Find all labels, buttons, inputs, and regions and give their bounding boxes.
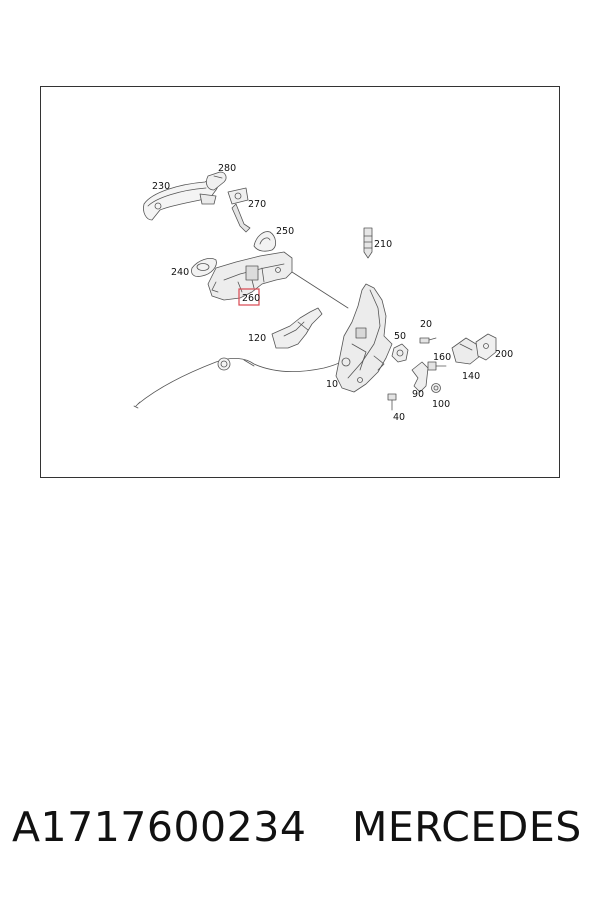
- handle-carrier-part-260: [207, 251, 293, 301]
- diagram-border: [40, 86, 560, 478]
- actuator-cover-part-120: [271, 307, 323, 349]
- callout-280: 280: [218, 163, 236, 174]
- callout-250: 250: [276, 226, 294, 237]
- lock-cylinder-part-270: [227, 187, 251, 233]
- bolt-part-160: [427, 361, 447, 371]
- callout-230: 230: [152, 181, 170, 192]
- door-lock-part-10: [335, 283, 393, 393]
- plate-part-200: [475, 333, 497, 361]
- nut-part-50: [391, 343, 409, 363]
- screw-part-20: [419, 337, 437, 344]
- exploded-view-drawing: 230 280 270 250 240 210 120 10 50 20 160…: [40, 86, 560, 478]
- callout-20: 20: [420, 319, 432, 330]
- bowden-cable: [133, 351, 357, 409]
- gasket-part-240: [191, 258, 217, 277]
- callout-90: 90: [412, 389, 424, 400]
- bezel-part-250: [253, 231, 276, 252]
- pin-part-210: [363, 227, 373, 259]
- callout-50: 50: [394, 331, 406, 342]
- callout-40: 40: [393, 412, 405, 423]
- callout-210: 210: [374, 239, 392, 250]
- bracket-part-90: [411, 361, 429, 393]
- callout-240: 240: [171, 267, 189, 278]
- highlight-box-260: [238, 288, 260, 306]
- handle-cap-part-280: [206, 171, 227, 191]
- callout-260: 260: [242, 293, 260, 304]
- outer-handle-part-230: [143, 177, 219, 221]
- callout-140: 140: [462, 371, 480, 382]
- part-number: A1717600234: [12, 803, 307, 851]
- callout-160: 160: [433, 352, 451, 363]
- callout-200: 200: [495, 349, 513, 360]
- callout-270: 270: [248, 199, 266, 210]
- parts-diagram: 230 280 270 250 240 210 120 10 50 20 160…: [40, 86, 560, 478]
- callout-120: 120: [248, 333, 266, 344]
- washer-part-100: [431, 383, 441, 393]
- callout-100: 100: [432, 399, 450, 410]
- callout-10: 10: [326, 379, 338, 390]
- screw-part-40: [387, 393, 397, 411]
- brand-name: MERCEDES: [352, 803, 582, 851]
